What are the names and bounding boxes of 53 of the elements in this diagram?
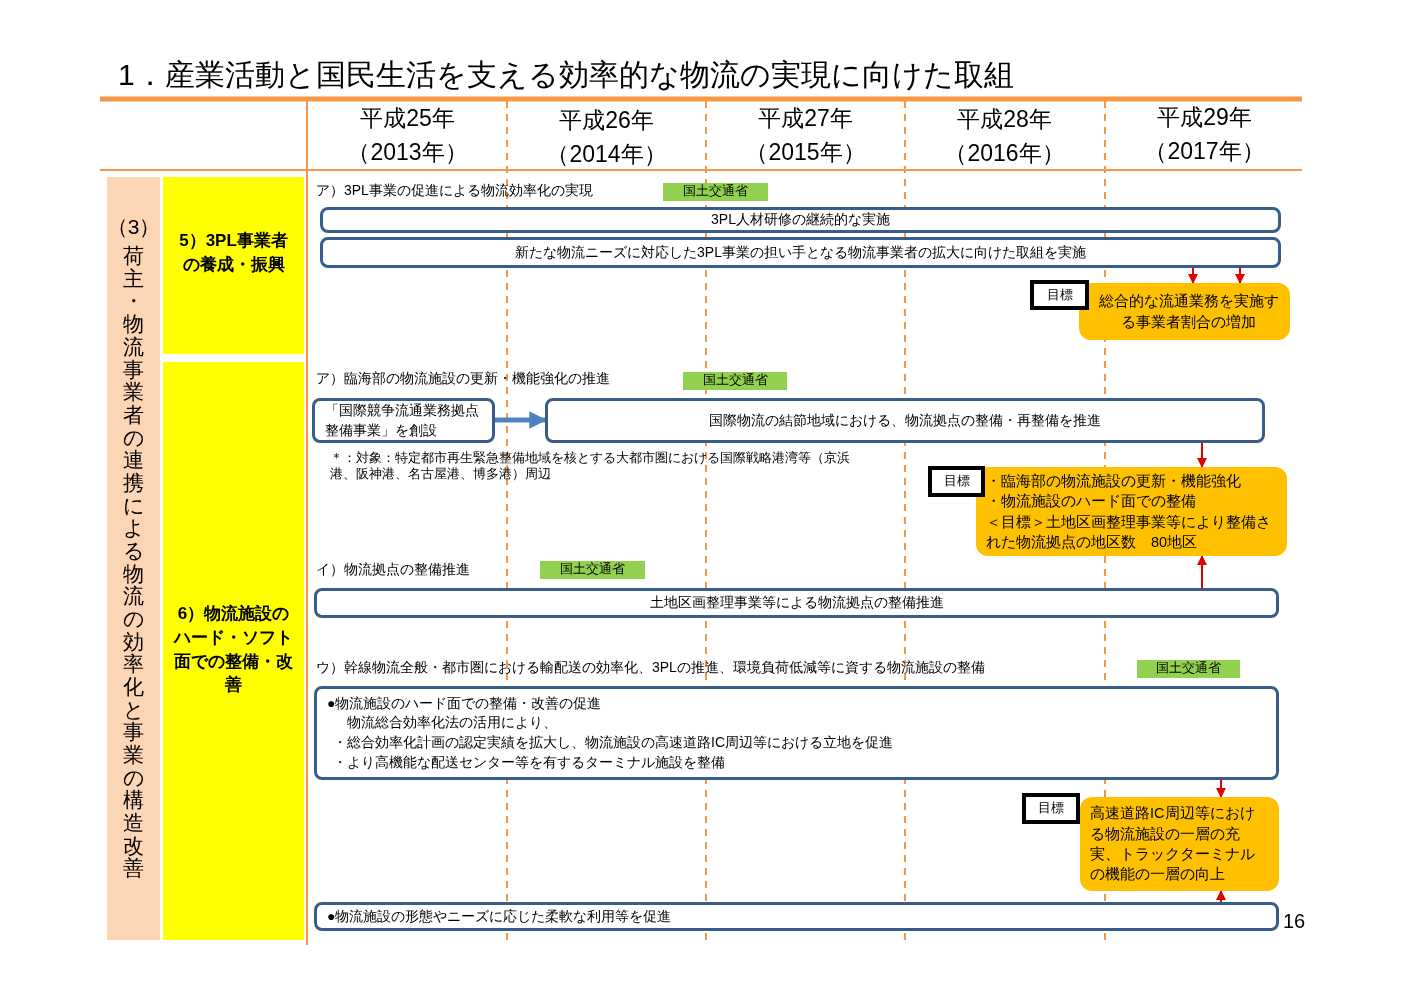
section-heading: イ）物流拠点の整備推進 — [316, 560, 471, 579]
arrow — [1216, 779, 1226, 798]
item-text: ・臨海部の物流施設の更新・機能強化 — [986, 471, 1241, 491]
initiative-bar: 新たな物流ニーズに対応した3PL事業の担い手となる物流事業者の拡大に向けた取組を実施 — [320, 237, 1281, 268]
year-header: 平成29年 — [1156, 103, 1253, 132]
item-text: 物流総合効率化法の活用により、 — [346, 713, 557, 733]
page-title: 1．産業活動と国民生活を支える効率的な物流の実現に向けた取組 — [118, 57, 1014, 93]
year-header: （2017年） — [1143, 137, 1266, 166]
year-header: 平成25年 — [359, 104, 456, 133]
section-heading: ア）臨海部の物流施設の更新・機能強化の推進 — [316, 369, 611, 388]
section-heading: ウ）幹線物流全般・都市圏における輸配送の効率化、3PLの推進、環境負荷低減等に資する物流施設の整備 — [316, 658, 986, 677]
item-text: 荷主・物流事業者の連携による物流の効率化と事業の構造改善 — [122, 245, 145, 880]
subcategory-box: 5）3PL事業者の養成・振興 — [163, 177, 304, 354]
item-text: ・総合効率化計画の認定実績を拡大し、物流施設の高速道路IC周辺等における立地を促進 — [332, 733, 893, 752]
goal-tag: 目標 — [928, 466, 985, 497]
arrow — [1235, 267, 1245, 284]
year-header: （2016年） — [943, 139, 1066, 168]
arrow — [1216, 890, 1226, 903]
page-number: 16 — [1283, 909, 1307, 934]
arrow — [1197, 555, 1207, 589]
ministry-tag: 国土交通省 — [683, 372, 787, 390]
goal-tag: 目標 — [1030, 280, 1089, 310]
ministry-tag: 国土交通省 — [540, 561, 645, 579]
ministry-tag: 国土交通省 — [1137, 660, 1240, 678]
initiative-bar: 「国際競争流通業務拠点整備事業」を創設 — [312, 398, 495, 443]
initiative-bar: 土地区画整理事業等による物流拠点の整備推進 — [314, 588, 1279, 618]
note-text: ＊：対象：特定都市再生緊急整備地域を核とする大都市圏における国際戦略港湾等（京浜港、阪神港、名古屋港、博多港）周辺 — [330, 450, 851, 483]
arrow — [1197, 442, 1207, 468]
initiative-bar: 3PL人材研修の継続的な実施 — [320, 207, 1281, 233]
year-header: 平成26年 — [558, 106, 655, 135]
item-text: ・より高機能な配送センター等を有するターミナル施設を整備 — [332, 752, 725, 772]
initiative-bar: 国際物流の結節地域における、物流拠点の整備・再整備を推進 — [545, 398, 1265, 443]
goal-tag: 目標 — [1022, 793, 1080, 824]
year-header: （2013年） — [346, 138, 469, 167]
arrow — [495, 411, 547, 429]
year-header: （2014年） — [545, 140, 668, 169]
goal-box — [976, 467, 1287, 556]
goal-box: 総合的な流通業務を実施する事業者割合の増加 — [1079, 283, 1290, 340]
item-text: ●物流施設のハード面での整備・改善の促進 — [327, 693, 602, 713]
goal-box: 高速道路IC周辺等における物流施設の一層の充実、トラックターミナルの機能の一層の向上 — [1080, 797, 1279, 891]
section-heading: ア）3PL事業の促進による物流効率化の実現 — [316, 181, 594, 200]
ministry-tag: 国土交通省 — [663, 183, 768, 201]
year-header: 平成27年 — [757, 104, 854, 133]
item-text: （3） — [106, 215, 161, 240]
arrow — [1188, 267, 1198, 284]
subcategory-box: 6）物流施設のハード・ソフト面での整備・改善 — [163, 362, 304, 940]
year-header: 平成28年 — [956, 105, 1053, 134]
initiative-bar: ●物流施設の形態やニーズに応じた柔軟な利用等を促進 — [314, 902, 1279, 931]
item-text: ・物流施設のハード面での整備 — [986, 492, 1196, 512]
year-header: （2015年） — [744, 138, 867, 167]
initiative-bar — [314, 686, 1279, 780]
item-text: ＜目標＞土地区画整理事業等により整備された物流拠点の地区数 80地区 — [986, 512, 1272, 552]
category-band — [107, 177, 160, 940]
